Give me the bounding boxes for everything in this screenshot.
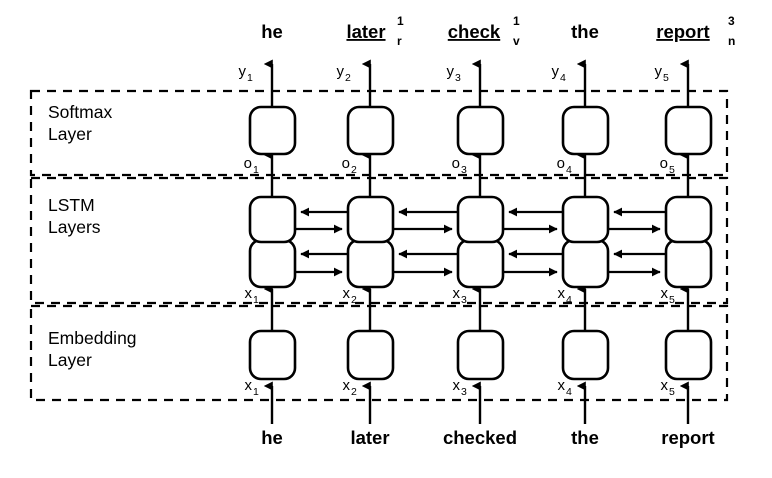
embedding-layer-container: [29, 304, 729, 402]
x-emb-sub-1: 1: [253, 386, 259, 398]
x-lstm-sub-3: 3: [461, 294, 467, 306]
x-lstm-label-4: x: [558, 285, 566, 302]
x-emb-sub-3: 3: [461, 386, 467, 398]
input-word-2: later: [350, 427, 389, 448]
o-label-2: o: [342, 155, 350, 172]
x-lstm-label-5: x: [661, 285, 669, 302]
embedding-layer-label-line2: Layer: [48, 350, 92, 370]
embedding-cell-1: [248, 329, 297, 381]
lstm-lower-recurrent-arrows: [295, 249, 666, 277]
output-word-2: later: [346, 21, 385, 42]
lstm-backward-cell-3: [456, 238, 505, 289]
lstm-backward-cell-4: [561, 238, 610, 289]
softmax-cell-5: [664, 105, 713, 156]
o-label-5: o: [660, 155, 668, 172]
embedding-cell-2: [346, 329, 395, 381]
lstm-layer-label-line1: LSTM: [48, 195, 95, 215]
softmax-layer-container: [29, 89, 729, 177]
lstm-forward-cell-5: [664, 195, 713, 244]
softmax-layer-label-line2: Layer: [48, 124, 92, 144]
embedding-cell-3: [456, 329, 505, 381]
x-emb-label-4: x: [558, 377, 566, 394]
x-lstm-sub-2: 2: [351, 294, 357, 306]
output-word-2-superscript: 1: [397, 14, 404, 28]
softmax-layer-label-line1: Softmax: [48, 102, 112, 122]
o-sub-4: 4: [566, 164, 572, 176]
softmax-input-variable-labels: o 1 o 2 o 3 o 4 o 5: [244, 155, 675, 176]
x-lstm-label-2: x: [343, 285, 351, 302]
embedding-cell-4: [561, 329, 610, 381]
o-sub-2: 2: [351, 164, 357, 176]
y-label-4: y: [552, 63, 560, 80]
y-sub-2: 2: [345, 72, 351, 84]
o-label-1: o: [244, 155, 252, 172]
lstm-layer-container: [29, 176, 729, 305]
lstm-forward-cell-4: [561, 195, 610, 244]
output-word-5-subscript: n: [728, 34, 735, 48]
y-label-5: y: [655, 63, 663, 80]
o-label-3: o: [452, 155, 460, 172]
x-emb-sub-2: 2: [351, 386, 357, 398]
column-5: [664, 59, 713, 424]
y-sub-1: 1: [247, 72, 253, 84]
softmax-cell-3: [456, 105, 505, 156]
x-emb-sub-4: 4: [566, 386, 572, 398]
x-emb-label-5: x: [661, 377, 669, 394]
embedding-input-variable-labels: x 1 x 2 x 3 x 4 x 5: [245, 377, 676, 398]
lstm-upper-recurrent-arrows: [295, 207, 666, 234]
x-lstm-sub-1: 1: [253, 294, 259, 306]
column-4: [561, 59, 610, 424]
column-3: [456, 59, 505, 424]
output-word-5: report: [656, 21, 709, 42]
output-word-3-subscript: v: [513, 34, 520, 48]
softmax-cell-2: [346, 105, 395, 156]
predicted-output-words: he later 1 r check 1 v the report 3 n: [261, 14, 735, 48]
y-label-3: y: [447, 63, 455, 80]
x-lstm-sub-5: 5: [669, 294, 675, 306]
softmax-cell-4: [561, 105, 610, 156]
column-2: [346, 59, 395, 424]
lstm-layer-label-line2: Layers: [48, 217, 101, 237]
x-emb-label-1: x: [245, 377, 253, 394]
input-word-1: he: [261, 427, 283, 448]
embedding-layer-label-line1: Embedding: [48, 328, 137, 348]
input-sentence-words: he later checked the report: [261, 427, 715, 448]
y-sub-3: 3: [455, 72, 461, 84]
y-sub-4: 4: [560, 72, 566, 84]
y-label-1: y: [239, 63, 247, 80]
x-lstm-label-3: x: [453, 285, 461, 302]
x-lstm-sub-4: 4: [566, 294, 572, 306]
softmax-cell-1: [248, 105, 297, 156]
column-1: [248, 59, 297, 424]
y-label-2: y: [337, 63, 345, 80]
lstm-forward-cell-3: [456, 195, 505, 244]
input-word-3: checked: [443, 427, 517, 448]
output-word-3-superscript: 1: [513, 14, 520, 28]
output-word-2-subscript: r: [397, 34, 402, 48]
lstm-backward-cell-5: [664, 238, 713, 289]
o-sub-3: 3: [461, 164, 467, 176]
output-word-3: check: [448, 21, 501, 42]
o-sub-1: 1: [253, 164, 259, 176]
o-sub-5: 5: [669, 164, 675, 176]
output-word-4: the: [571, 21, 599, 42]
input-word-4: the: [571, 427, 599, 448]
output-variable-labels: y 1 y 2 y 3 y 4 y 5: [239, 63, 670, 84]
x-emb-sub-5: 5: [669, 386, 675, 398]
x-emb-label-2: x: [343, 377, 351, 394]
output-word-1: he: [261, 21, 283, 42]
x-emb-label-3: x: [453, 377, 461, 394]
lstm-forward-cell-1: [248, 195, 297, 244]
o-label-4: o: [557, 155, 565, 172]
y-sub-5: 5: [663, 72, 669, 84]
x-lstm-label-1: x: [245, 285, 253, 302]
lstm-forward-cell-2: [346, 195, 395, 244]
lstm-backward-cell-1: [248, 238, 297, 289]
input-word-5: report: [661, 427, 714, 448]
output-word-5-superscript: 3: [728, 14, 735, 28]
lstm-input-variable-labels: x 1 x 2 x 3 x 4 x 5: [245, 285, 676, 306]
lstm-backward-cell-2: [346, 238, 395, 289]
embedding-cell-5: [664, 329, 713, 381]
